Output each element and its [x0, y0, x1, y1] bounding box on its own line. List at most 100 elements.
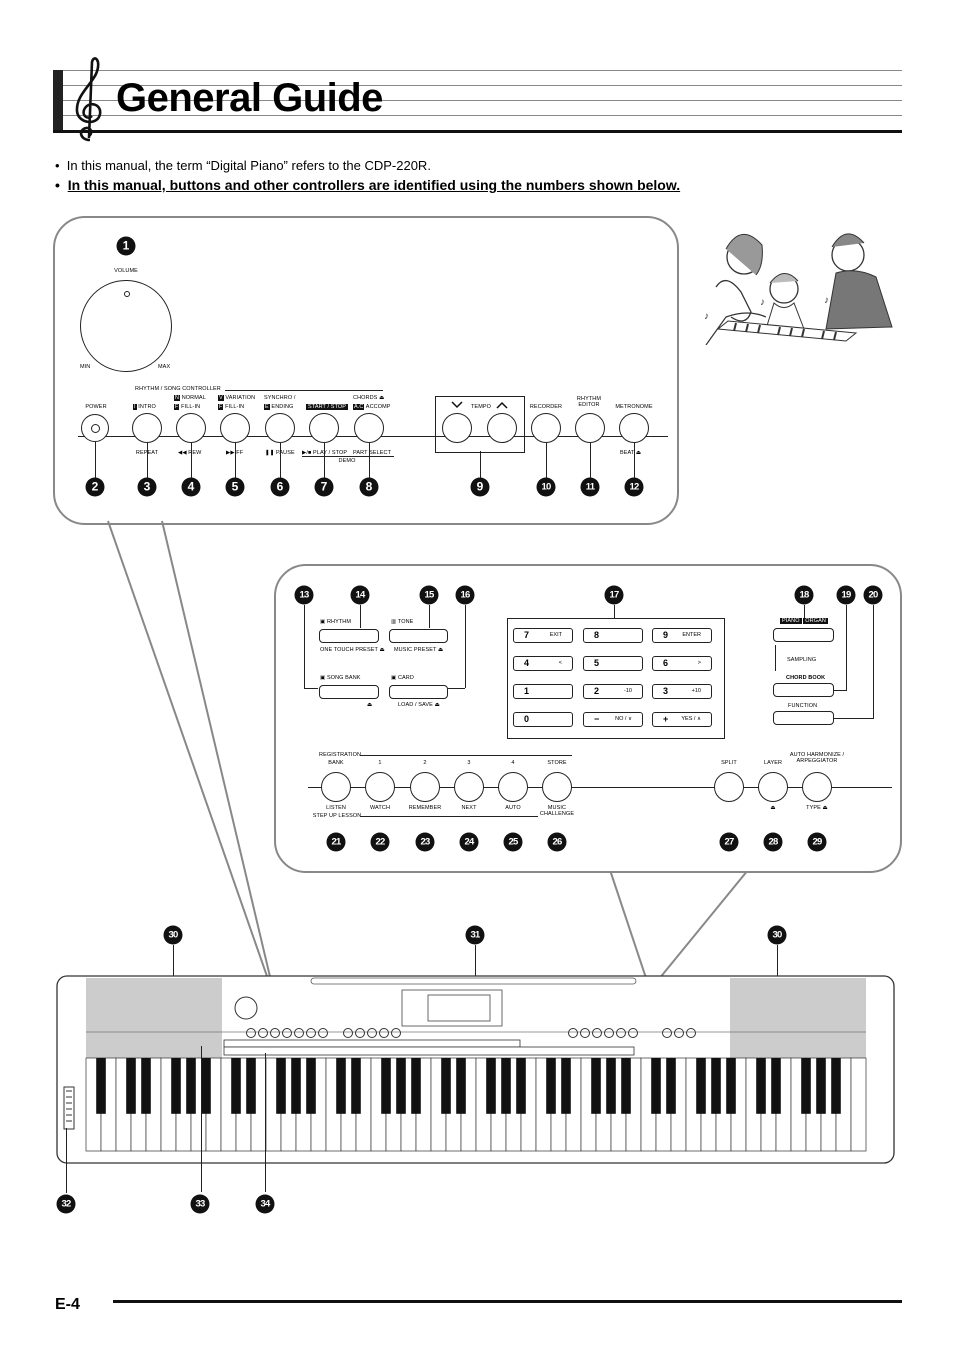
card-label: ▣ CARD [391, 675, 414, 681]
black-key [831, 1058, 841, 1114]
keypad-key-3[interactable]: 4< [513, 656, 573, 671]
tempo-down-button[interactable] [442, 413, 472, 443]
type-label: TYPE ⏏ [806, 805, 828, 811]
keyboard-mini-button [355, 1028, 365, 1038]
callout-11: 11 [580, 477, 600, 497]
keypad-key-sub: NO / ∨ [615, 716, 632, 722]
black-key [126, 1058, 136, 1114]
variation-label: V VARIATION [218, 395, 256, 401]
intro-note: • In this manual, the term “Digital Pian… [55, 158, 431, 173]
callout-4: 4 [181, 477, 201, 497]
black-key [591, 1058, 601, 1114]
black-key [96, 1058, 106, 1114]
black-key [396, 1058, 406, 1114]
callout-10: 10 [536, 477, 556, 497]
intro-repeat-button[interactable] [132, 413, 162, 443]
function-label: FUNCTION [788, 703, 818, 709]
keypad-key-main: 2 [594, 686, 600, 696]
black-key [651, 1058, 661, 1114]
keypad-key-sub: ENTER [682, 632, 701, 638]
rhythm-editor-button[interactable] [575, 413, 605, 443]
keypad-key-sub: -10 [624, 688, 632, 694]
black-key [411, 1058, 421, 1114]
synchro-ending-pause-button[interactable] [265, 413, 295, 443]
metronome-button[interactable] [619, 413, 649, 443]
keyboard-mini-button [391, 1028, 401, 1038]
black-key [201, 1058, 211, 1114]
rhythm-song-controller-label: RHYTHM / SONG CONTROLLER [135, 386, 221, 392]
keypad-key-sub: +10 [691, 688, 701, 694]
callout-19: 19 [836, 585, 856, 605]
callout-12: 12 [624, 477, 644, 497]
chevron-down-icon [451, 401, 463, 409]
keypad-key-8[interactable]: 3+10 [652, 684, 712, 699]
top-control-panel [53, 216, 679, 525]
reg3-next-button[interactable] [454, 772, 484, 802]
keypad-key-4[interactable]: 5 [583, 656, 643, 671]
callout-27: 27 [719, 832, 739, 852]
normal-fill-in-rew-button[interactable] [176, 413, 206, 443]
reg1-watch-button[interactable] [365, 772, 395, 802]
accomp-button[interactable] [354, 413, 384, 443]
layer-button[interactable] [758, 772, 788, 802]
store-music-challenge-button[interactable] [542, 772, 572, 802]
power-label: POWER [85, 404, 107, 410]
play-stop-label: ▶/■ PLAY / STOP [302, 450, 348, 456]
keypad-key-6[interactable]: 1 [513, 684, 573, 699]
keypad-key-sub: < [558, 660, 562, 666]
bank-listen-button[interactable] [321, 772, 351, 802]
start-stop-label: START / STOP [306, 404, 349, 410]
tempo-up-button[interactable] [487, 413, 517, 443]
auto-harmonize-label: AUTO HARMONIZE / ARPEGGIATOR [789, 752, 845, 764]
black-key [381, 1058, 391, 1114]
keyboard-mini-button [568, 1028, 578, 1038]
variation-fill-in-ff-button[interactable] [220, 413, 250, 443]
card-button[interactable] [389, 685, 448, 699]
volume-knob[interactable] [80, 280, 172, 372]
rhythm-button[interactable] [319, 629, 379, 643]
listen-label: LISTEN [326, 805, 346, 811]
keypad-key-sub: EXIT [549, 632, 562, 638]
music-challenge-label: MUSIC CHALLENGE [539, 805, 575, 817]
keypad-key-11[interactable]: +YES / ∧ [652, 712, 712, 727]
black-key [606, 1058, 616, 1114]
volume-label: VOLUME [114, 268, 138, 274]
black-key [501, 1058, 511, 1114]
start-stop-button[interactable] [309, 413, 339, 443]
callout-30-right: 30 [767, 925, 787, 945]
svg-text:♪: ♪ [760, 297, 765, 308]
reg2-remember-button[interactable] [410, 772, 440, 802]
callout-26: 26 [547, 832, 567, 852]
callout-16: 16 [455, 585, 475, 605]
keypad-key-1[interactable]: 8 [583, 628, 643, 643]
tone-button[interactable] [389, 629, 448, 643]
function-button[interactable] [773, 711, 834, 725]
song-bank-button[interactable] [319, 685, 379, 699]
callout-24: 24 [459, 832, 479, 852]
keypad-key-7[interactable]: 2 -10 [583, 684, 643, 699]
split-button[interactable] [714, 772, 744, 802]
keypad-key-9[interactable]: 0 [513, 712, 573, 727]
sampling-label: SAMPLING [787, 657, 817, 663]
auto-harmonize-button[interactable] [802, 772, 832, 802]
black-key [771, 1058, 781, 1114]
chord-book-button[interactable] [773, 683, 834, 697]
chevron-up-icon [496, 401, 508, 409]
piano-organ-button[interactable] [773, 628, 834, 642]
keypad-key-10[interactable]: − NO / ∨ [583, 712, 643, 727]
recorder-button[interactable] [531, 413, 561, 443]
keyboard-mini-button [367, 1028, 377, 1038]
black-key [441, 1058, 451, 1114]
volume-min-label: MIN [80, 364, 91, 370]
keyboard-mini-button [306, 1028, 316, 1038]
reg4-auto-button[interactable] [498, 772, 528, 802]
keyboard-mini-button [674, 1028, 684, 1038]
power-button[interactable] [81, 414, 109, 442]
keypad-key-5[interactable]: 6> [652, 656, 712, 671]
callout-9: 9 [470, 477, 490, 497]
keypad-key-main: − [594, 714, 600, 724]
black-key [291, 1058, 301, 1114]
keyboard-illustration [56, 975, 895, 1164]
